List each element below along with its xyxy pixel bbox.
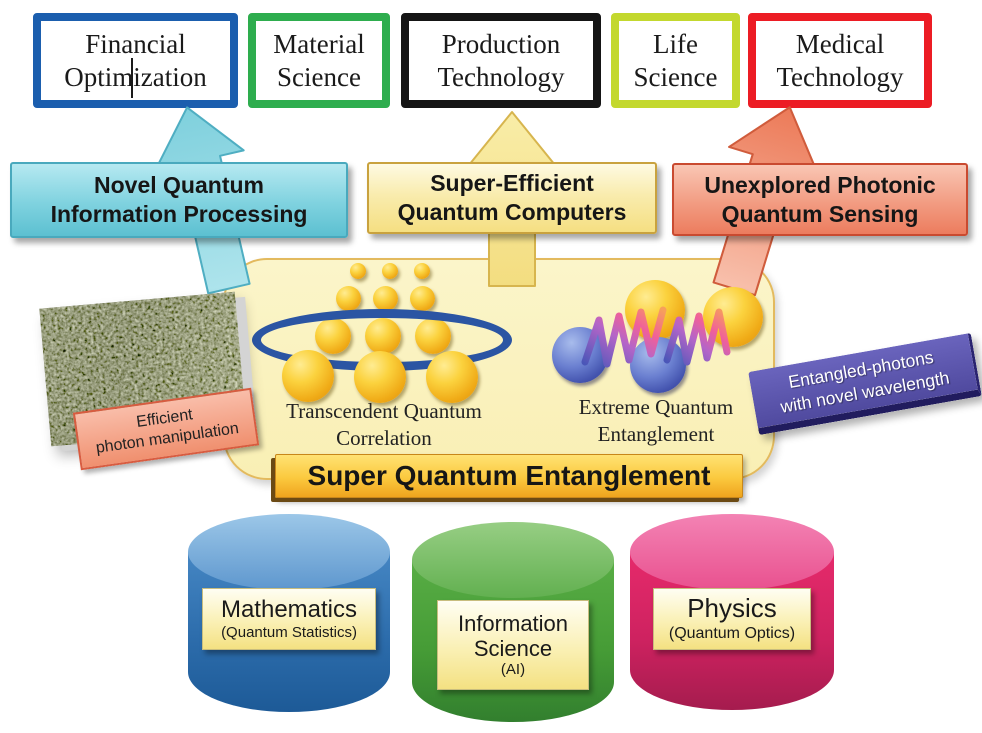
cylinder-mathematics: Mathematics (Quantum Statistics) (188, 514, 390, 712)
gold-sphere (373, 286, 398, 311)
field-label-line: Technology (776, 61, 904, 92)
cylinder-title: Information (457, 610, 569, 636)
field-box-medical-technology: Medical Technology (748, 13, 932, 108)
field-label-line: Production (441, 28, 561, 59)
field-box-life-science: Life Science (611, 13, 740, 108)
field-box-financial-optimization: Financial Optimization (33, 13, 238, 108)
cylinder-label-mathematics: Mathematics (Quantum Statistics) (202, 588, 376, 650)
outcome-label-line: Information Processing (50, 201, 308, 227)
cylinder-information-science: Information Science (AI) (412, 522, 614, 722)
outcome-label-line: Novel Quantum (94, 172, 264, 199)
gold-sphere (350, 263, 366, 279)
field-box-material-science: Material Science (248, 13, 390, 108)
caption-line: Entanglement (597, 422, 715, 447)
cylinder-subtitle: (Quantum Statistics) (221, 623, 357, 641)
field-label-line: Material (273, 28, 365, 59)
cylinder-top (630, 514, 834, 590)
cylinder-subtitle: (AI) (500, 661, 526, 679)
gold-sphere (282, 350, 334, 402)
caption-line: Extreme Quantum (578, 395, 734, 419)
cylinder-top (412, 522, 614, 598)
field-label-line: Life (653, 28, 698, 59)
blue-photon-sphere (630, 337, 686, 393)
banner-label: Super Quantum Entanglement (307, 460, 711, 491)
text-cursor (131, 58, 133, 98)
gold-sphere (426, 351, 478, 403)
outcome-label-line: Quantum Computers (397, 199, 627, 225)
entanglement-springs-icon (581, 306, 731, 368)
cylinder-label-information-science: Information Science (AI) (437, 600, 589, 690)
cylinder-title: Physics (687, 593, 777, 624)
field-label-line: Medical (795, 28, 885, 59)
outcome-label-line: Super-Efficient (430, 170, 594, 197)
outcome-box-quantum-computers: Super-Efficient Quantum Computers (367, 162, 657, 234)
super-quantum-entanglement-banner: Super Quantum Entanglement (275, 454, 743, 498)
caption-transcendent-quantum-correlation: Transcendent Quantum Correlation (268, 398, 500, 453)
gold-sphere (414, 263, 430, 279)
cylinder-label-physics: Physics (Quantum Optics) (653, 588, 811, 650)
cylinder-top (188, 514, 390, 590)
outcome-box-quantum-information-processing: Novel Quantum Information Processing (10, 162, 348, 238)
gold-sphere (382, 263, 398, 279)
cylinder-title: Science (473, 636, 553, 661)
caption-line: Transcendent Quantum (286, 399, 482, 423)
cylinder-physics: Physics (Quantum Optics) (630, 514, 834, 710)
field-box-production-technology: Production Technology (401, 13, 601, 108)
caption-line: Correlation (336, 426, 432, 451)
field-label-line: Science (277, 61, 361, 92)
field-label-line: Science (633, 61, 718, 92)
gold-sphere (336, 286, 361, 311)
outcome-label-line: Quantum Sensing (721, 200, 919, 227)
cylinder-subtitle: (Quantum Optics) (668, 625, 796, 643)
outcome-label-line: Unexplored Photonic (704, 171, 936, 198)
cylinder-title: Mathematics (220, 596, 358, 624)
caption-extreme-quantum-entanglement: Extreme Quantum Entanglement (556, 394, 756, 449)
field-label-line: Technology (437, 61, 565, 92)
outcome-box-quantum-sensing: Unexplored Photonic Quantum Sensing (672, 163, 968, 236)
field-label-line: Financial (85, 28, 186, 59)
field-label-line: Optimization (64, 61, 207, 92)
gold-sphere (354, 351, 406, 403)
gold-sphere (410, 286, 435, 311)
